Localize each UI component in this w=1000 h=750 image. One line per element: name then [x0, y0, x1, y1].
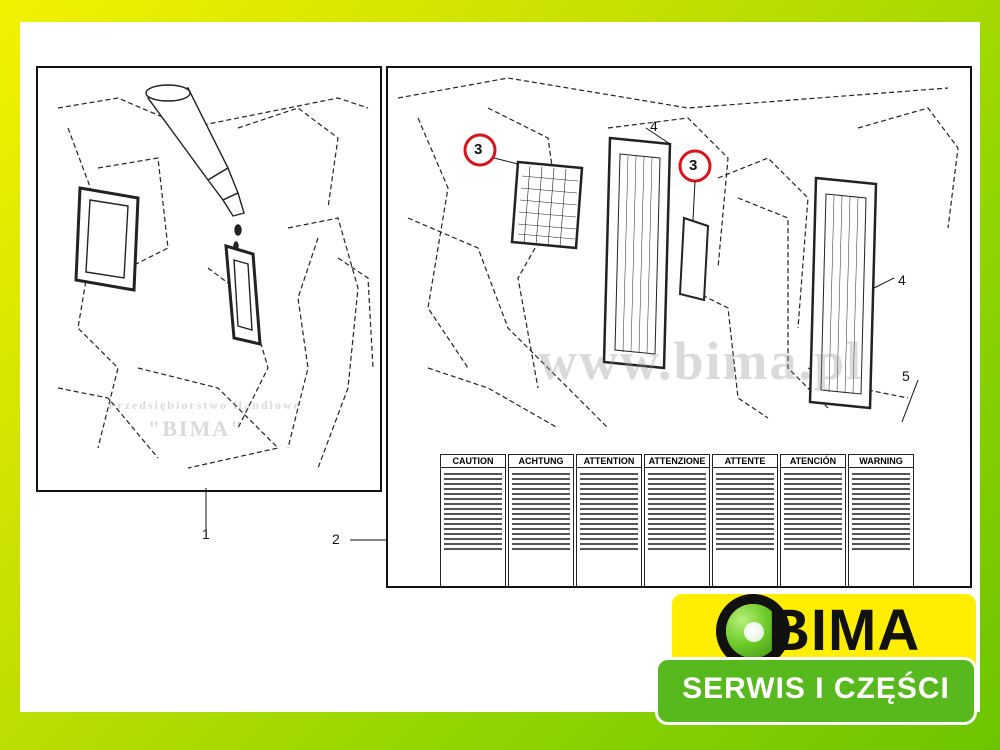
warning-label-card: ATTENTION [576, 454, 642, 586]
warning-label-title: CAUTION [441, 455, 505, 468]
warning-label-card: ATENCIÓN [780, 454, 846, 586]
callout-3-square-filter: 3 [474, 141, 483, 158]
bima-logo: BIMA SERWIS I CZĘŚCI [658, 594, 976, 728]
logo-bottom-band [658, 660, 974, 722]
warning-label-title: ATENCIÓN [781, 455, 845, 468]
callout-4-right: 4 [898, 272, 906, 288]
watermark-company-line1: Przedsiębiorstwo Handlowe [108, 398, 301, 412]
cab-filter-drawing [397, 77, 959, 429]
logo-tagline: SERWIS I CZĘŚCI [682, 672, 950, 705]
warning-label-card: WARNING [848, 454, 914, 586]
warning-label-title: WARNING [849, 455, 913, 468]
warning-label-card: ATTENTE [712, 454, 778, 586]
diagram-canvas: Przedsiębiorstwo Handlowe "BIMA" 1 2 [20, 22, 980, 712]
detail-panel-sealant: Przedsiębiorstwo Handlowe "BIMA" [36, 66, 382, 492]
warning-label-title: ATTENTE [713, 455, 777, 468]
sealant-application-drawing [57, 84, 374, 469]
warning-label-card: ATTENZIONE [644, 454, 710, 586]
callout-5: 5 [902, 368, 910, 384]
logo-ball-icon [726, 604, 780, 658]
callout-2: 2 [332, 531, 340, 547]
callout-1: 1 [202, 526, 210, 542]
leader-lines [205, 488, 386, 541]
warning-label-title: ATTENZIONE [645, 455, 709, 468]
warning-label-card: ACHTUNG [508, 454, 574, 586]
logo-brand-text: BIMA [768, 598, 921, 663]
callout-3-thin-filter: 3 [689, 157, 698, 174]
callout-4-left: 4 [650, 118, 658, 134]
warning-label-card: CAUTION [440, 454, 506, 586]
detail-panel-filters: 3 3 4 4 5 www.bima.pl CAUTION ACHTUNG AT… [386, 66, 972, 588]
warning-label-strip: CAUTION ACHTUNG ATTENTION ATTENZIONE ATT… [440, 454, 918, 586]
logo-top-band: BIMA [672, 594, 976, 668]
watermark-company-line2: "BIMA" [148, 416, 245, 441]
warning-label-title: ACHTUNG [509, 455, 573, 468]
watermark-url: www.bima.pl [538, 331, 864, 391]
warning-label-title: ATTENTION [577, 455, 641, 468]
